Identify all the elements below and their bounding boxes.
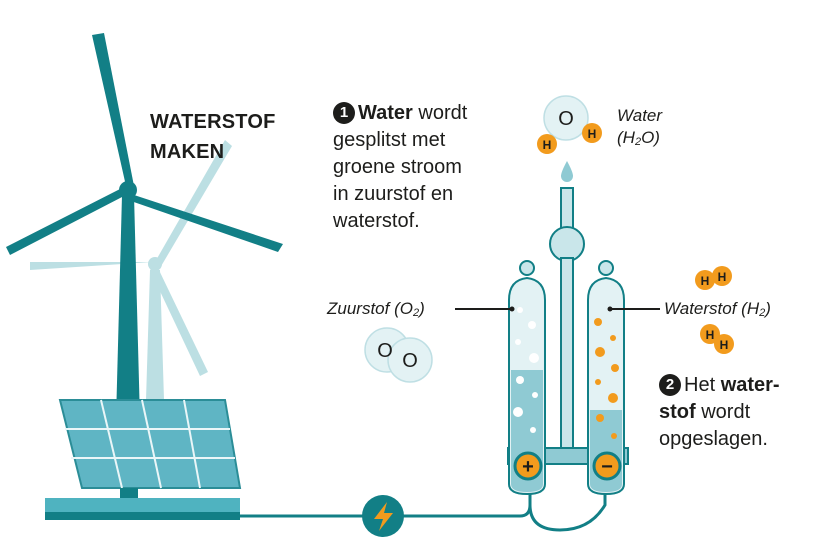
step-2-pre: Het bbox=[684, 374, 721, 396]
hydrogen-atom-label: H bbox=[718, 270, 727, 284]
oxygen-label-sub: 2 bbox=[412, 307, 420, 319]
oxygen-label-text: Zuurstof (O bbox=[327, 299, 413, 318]
water-formula-sub: 2 bbox=[634, 136, 642, 148]
hydrogen-label-close: ) bbox=[765, 299, 771, 318]
plus-label: + bbox=[522, 456, 534, 478]
water-oxygen-label: O bbox=[558, 108, 574, 130]
water-label-formula: (H2O) bbox=[617, 127, 662, 153]
oxygen-atom-label: O bbox=[377, 340, 393, 362]
lightning-bolt-icon bbox=[362, 495, 404, 537]
step-1-number: 1 bbox=[333, 102, 355, 124]
water-formula-close: O) bbox=[641, 128, 660, 147]
water-drop-icon bbox=[561, 161, 573, 182]
title-line-1: WATERSTOF bbox=[150, 111, 276, 133]
step-1-line-3: groene stroom bbox=[333, 156, 462, 178]
oxygen-atom-label: O bbox=[402, 350, 418, 372]
water-label: Water (H2O) bbox=[617, 105, 662, 153]
step-2-line-2: wordt bbox=[695, 401, 751, 423]
wind-turbine-foreground bbox=[6, 33, 283, 420]
diagram-title: WATERSTOF MAKEN bbox=[150, 107, 276, 167]
hydrogen-label-sub: 2 bbox=[759, 307, 766, 319]
step-1-line-2: gesplitst met bbox=[333, 129, 446, 151]
title-line-2: MAKEN bbox=[150, 141, 225, 163]
solar-panel bbox=[45, 399, 242, 520]
step-1-bold: Water bbox=[358, 102, 413, 124]
hydrogen-atom-label: H bbox=[706, 328, 715, 342]
step-2-number: 2 bbox=[659, 374, 681, 396]
negative-electrode-icon: − bbox=[592, 451, 622, 481]
step-2-bold-2: stof bbox=[659, 401, 696, 423]
hydrogen-atom-label: H bbox=[720, 338, 729, 352]
step-1-line-1: wordt bbox=[412, 102, 468, 124]
oxygen-label-close: ) bbox=[419, 299, 425, 318]
hydrogen-atom-label: H bbox=[588, 127, 597, 141]
step-1-line-5: waterstof. bbox=[333, 210, 420, 232]
hydrogen-molecule: H H bbox=[695, 266, 732, 290]
hydrogen-atom-label: H bbox=[701, 274, 710, 288]
positive-electrode-icon: + bbox=[513, 451, 543, 481]
water-formula-open: (H bbox=[617, 128, 635, 147]
water-molecule: O H H bbox=[537, 95, 602, 154]
step-2-bold-1: water- bbox=[720, 374, 780, 396]
minus-label: − bbox=[601, 456, 613, 478]
step-1-line-4: in zuurstof en bbox=[333, 183, 454, 205]
step-2-line-3: opgeslagen. bbox=[659, 428, 768, 450]
hydrogen-atom-label: H bbox=[543, 138, 552, 152]
wind-turbine-background bbox=[30, 140, 232, 400]
water-label-name: Water bbox=[617, 106, 663, 125]
hydrogen-label-text: Waterstof (H bbox=[664, 299, 760, 318]
hydrogen-label: Waterstof (H2) bbox=[664, 298, 771, 324]
oxygen-label: Zuurstof (O2) bbox=[327, 298, 425, 324]
oxygen-molecule: O O bbox=[364, 327, 433, 383]
hydrogen-molecule: H H bbox=[700, 324, 734, 354]
